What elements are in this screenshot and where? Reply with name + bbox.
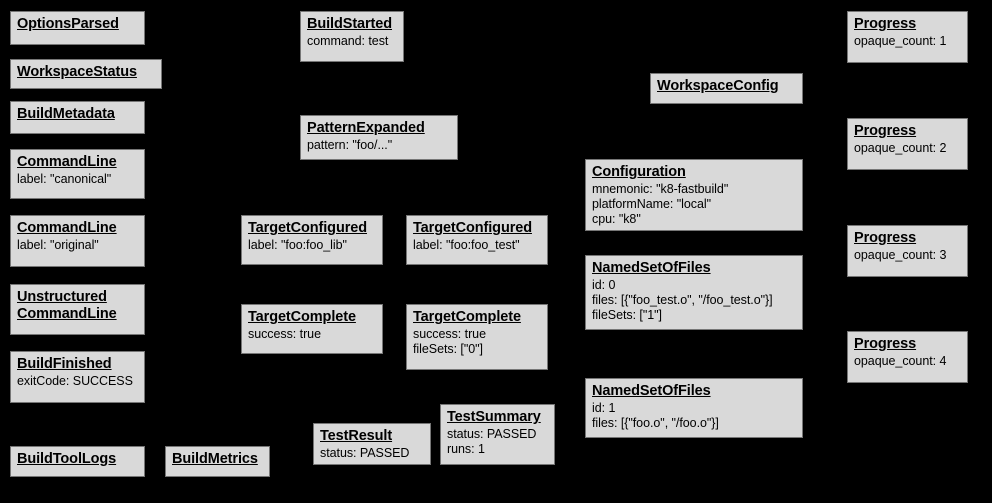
node-field: label: "canonical"	[17, 172, 112, 187]
node-title: TestSummary	[447, 409, 541, 425]
node-field: success: true	[248, 327, 321, 342]
node-field: command: test	[307, 34, 389, 49]
node-field: id: 1	[592, 401, 616, 416]
node-title: TestResult	[320, 428, 393, 444]
node-field: label: "original"	[17, 238, 99, 253]
node-fields: opaque_count: 2	[854, 141, 961, 156]
node-progress-4[interactable]: Progress opaque_count: 4	[847, 331, 968, 383]
node-field: files: [{"foo_test.o", "/foo_test.o"}]	[592, 292, 773, 307]
node-fields: opaque_count: 4	[854, 354, 961, 369]
node-command-line-original[interactable]: CommandLine label: "original"	[10, 215, 145, 267]
node-build-finished[interactable]: BuildFinished exitCode: SUCCESS	[10, 351, 145, 403]
node-fields: pattern: "foo/..."	[307, 138, 451, 153]
node-field: opaque_count: 2	[854, 141, 947, 156]
node-build-started[interactable]: BuildStarted command: test	[300, 11, 404, 62]
node-field: pattern: "foo/..."	[307, 138, 393, 153]
node-title: TargetConfigured	[413, 220, 532, 236]
node-title: CommandLine	[17, 220, 117, 236]
node-field: status: PASSED	[320, 446, 410, 461]
node-build-tool-logs[interactable]: BuildToolLogs	[10, 446, 145, 477]
node-target-configured-foo-lib[interactable]: TargetConfigured label: "foo:foo_lib"	[241, 215, 383, 265]
node-title: TargetComplete	[413, 309, 521, 325]
node-fields: status: PASSED	[320, 446, 424, 461]
node-test-result[interactable]: TestResult status: PASSED	[313, 423, 431, 465]
node-title: NamedSetOfFiles	[592, 383, 711, 399]
node-field: success: true	[413, 327, 486, 342]
node-target-complete-foo-lib[interactable]: TargetComplete success: true	[241, 304, 383, 354]
node-fields: label: "original"	[17, 238, 138, 253]
node-field: exitCode: SUCCESS	[17, 374, 133, 389]
node-field: label: "foo:foo_lib"	[248, 238, 347, 253]
node-field: fileSets: ["0"]	[413, 341, 483, 356]
node-field: platformName: "local"	[592, 196, 711, 211]
node-field: opaque_count: 1	[854, 34, 947, 49]
node-progress-3[interactable]: Progress opaque_count: 3	[847, 225, 968, 277]
node-title: BuildFinished	[17, 356, 112, 372]
node-configuration[interactable]: Configuration mnemonic: "k8-fastbuild"pla…	[585, 159, 803, 231]
node-title: Progress	[854, 123, 917, 139]
node-title: NamedSetOfFiles	[592, 260, 711, 276]
node-progress-2[interactable]: Progress opaque_count: 2	[847, 118, 968, 170]
node-title: TargetConfigured	[248, 220, 367, 236]
node-title: Progress	[854, 336, 917, 352]
node-title: TargetComplete	[248, 309, 356, 325]
node-command-line-canonical[interactable]: CommandLine label: "canonical"	[10, 149, 145, 199]
node-unstructured-command-line[interactable]: Unstructured CommandLine	[10, 284, 145, 335]
node-title: BuildToolLogs	[17, 451, 117, 467]
node-field: id: 0	[592, 278, 616, 293]
node-fields: opaque_count: 1	[854, 34, 961, 49]
node-field: opaque_count: 3	[854, 248, 947, 263]
node-field: mnemonic: "k8-fastbuild"	[592, 182, 729, 197]
node-title: BuildMetadata	[17, 106, 115, 122]
node-title: BuildStarted	[307, 16, 393, 32]
node-build-metadata[interactable]: BuildMetadata	[10, 101, 145, 134]
node-title: Progress	[854, 16, 917, 32]
node-title: Configuration	[592, 164, 686, 180]
node-field: fileSets: ["1"]	[592, 307, 662, 322]
node-progress-1[interactable]: Progress opaque_count: 1	[847, 11, 968, 63]
node-field: runs: 1	[447, 441, 485, 456]
node-target-configured-foo-test[interactable]: TargetConfigured label: "foo:foo_test"	[406, 215, 548, 265]
node-field: opaque_count: 4	[854, 354, 947, 369]
node-workspace-status[interactable]: WorkspaceStatus	[10, 59, 162, 89]
node-fields: label: "canonical"	[17, 172, 138, 187]
node-title: Progress	[854, 230, 917, 246]
node-fields: command: test	[307, 34, 397, 49]
node-title: WorkspaceStatus	[17, 64, 137, 80]
node-title: WorkspaceConfig	[657, 78, 779, 94]
node-field: label: "foo:foo_test"	[413, 238, 520, 253]
node-field: cpu: "k8"	[592, 211, 641, 226]
node-pattern-expanded[interactable]: PatternExpanded pattern: "foo/..."	[300, 115, 458, 160]
node-title: BuildMetrics	[172, 451, 258, 467]
node-field: files: [{"foo.o", "/foo.o"}]	[592, 415, 719, 430]
node-fields: label: "foo:foo_lib"	[248, 238, 376, 253]
node-fields: mnemonic: "k8-fastbuild"platformName: "l…	[592, 182, 796, 226]
node-field: status: PASSED	[447, 427, 537, 442]
node-build-metrics[interactable]: BuildMetrics	[165, 446, 270, 477]
node-fields: exitCode: SUCCESS	[17, 374, 138, 389]
node-options-parsed[interactable]: OptionsParsed	[10, 11, 145, 45]
node-title: OptionsParsed	[17, 16, 119, 32]
node-fields: opaque_count: 3	[854, 248, 961, 263]
node-workspace-config[interactable]: WorkspaceConfig	[650, 73, 803, 104]
node-title: Unstructured CommandLine	[17, 289, 117, 323]
node-fields: label: "foo:foo_test"	[413, 238, 541, 253]
node-title: PatternExpanded	[307, 120, 425, 136]
node-fields: success: true	[248, 327, 376, 342]
node-title: CommandLine	[17, 154, 117, 170]
